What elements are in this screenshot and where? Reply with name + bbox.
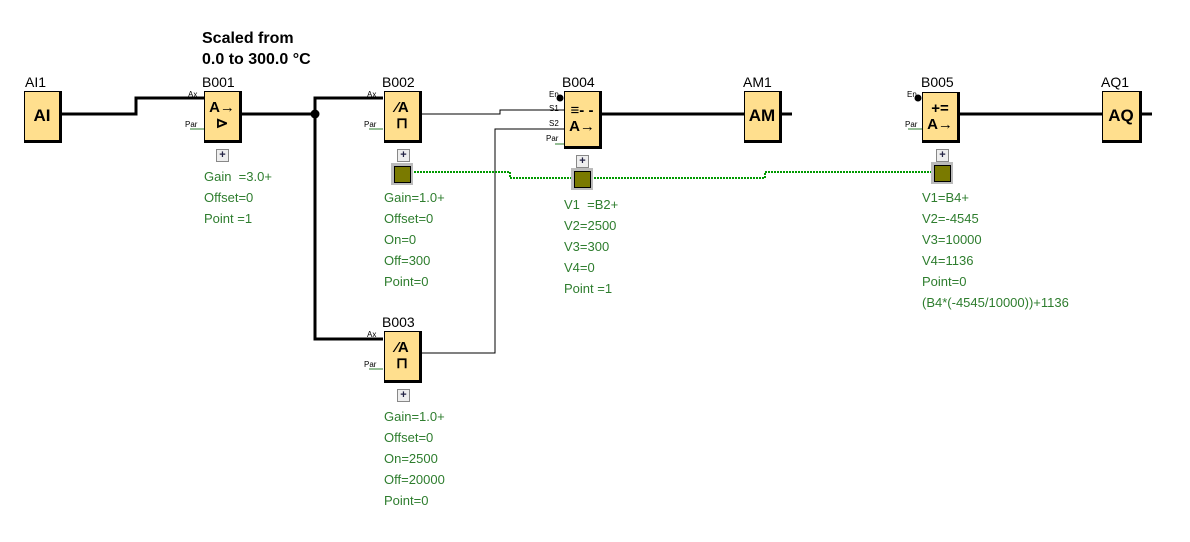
block-aq1[interactable]: AQ bbox=[1102, 91, 1142, 143]
reference-link-b004-b005 bbox=[594, 171, 932, 179]
block-ai1[interactable]: AI bbox=[24, 91, 62, 143]
block-b003-analog-threshold[interactable]: ⁄A⊓ bbox=[384, 331, 422, 383]
b004-name: B004 bbox=[562, 74, 595, 90]
b002-name: B002 bbox=[382, 74, 415, 90]
expand-params-b004[interactable]: + bbox=[576, 155, 589, 168]
expand-params-b003[interactable]: + bbox=[397, 389, 410, 402]
block-b004-analog-multiplexer[interactable]: ≡- -A→ bbox=[564, 91, 602, 149]
expand-params-b002[interactable]: + bbox=[397, 149, 410, 162]
wire-b003-b004-s2[interactable] bbox=[421, 128, 564, 354]
block-b005-analog-math[interactable]: +=A→ bbox=[922, 92, 960, 143]
b005-name: B005 bbox=[921, 74, 954, 90]
block-am1[interactable]: AM bbox=[744, 91, 782, 143]
expand-params-b001[interactable]: + bbox=[216, 149, 229, 162]
block-b002-analog-threshold[interactable]: ⁄A⊓ bbox=[384, 91, 422, 143]
note-icon-b002[interactable] bbox=[391, 163, 413, 185]
note-icon-b005[interactable] bbox=[931, 162, 953, 184]
ai1-name: AI1 bbox=[25, 74, 47, 90]
block-b001-analog-amplifier[interactable]: A→⊳ bbox=[204, 91, 242, 143]
wire-ai1-b001[interactable] bbox=[60, 96, 204, 116]
reference-link-b002-b004 bbox=[414, 171, 572, 179]
junction-dot bbox=[310, 109, 320, 119]
wire-b001-b002-b003[interactable] bbox=[313, 96, 383, 341]
b003-name: B003 bbox=[382, 314, 415, 330]
b001-name: B001 bbox=[202, 74, 235, 90]
expand-params-b005[interactable]: + bbox=[936, 149, 949, 162]
wire-b002-b004-s1[interactable] bbox=[421, 109, 564, 115]
aq1-name: AQ1 bbox=[1101, 74, 1130, 90]
scaling-annotation: Scaled from 0.0 to 300.0 °C bbox=[202, 30, 311, 68]
note-icon-b004[interactable] bbox=[571, 168, 593, 190]
am1-name: AM1 bbox=[743, 74, 772, 90]
